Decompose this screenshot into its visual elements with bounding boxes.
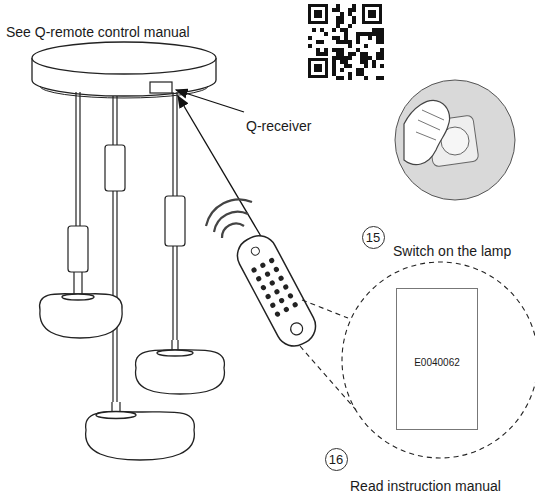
text-label: Q-receiver	[246, 118, 311, 134]
wireless-waves	[206, 199, 252, 238]
product-code: E0040062	[397, 357, 477, 368]
ceiling-canopy	[32, 42, 216, 98]
callout-number: 15	[366, 230, 380, 245]
callout-circle: 16	[325, 448, 348, 471]
text-label: Switch on the lamp	[393, 243, 511, 259]
q-receiver-box	[150, 82, 172, 93]
zoom-lines	[300, 262, 535, 458]
text-label: See Q-remote control manual	[6, 24, 190, 40]
callout-circle: 15	[362, 226, 385, 249]
leader-line	[178, 96, 262, 238]
remote-control	[231, 229, 322, 352]
qr-code	[306, 2, 384, 80]
pendant-shades	[40, 294, 225, 460]
text-label: Read instruction manual	[350, 478, 501, 494]
callout-number: 16	[329, 452, 343, 467]
wall-switch	[395, 80, 515, 200]
product-card: E0040062	[396, 288, 478, 430]
